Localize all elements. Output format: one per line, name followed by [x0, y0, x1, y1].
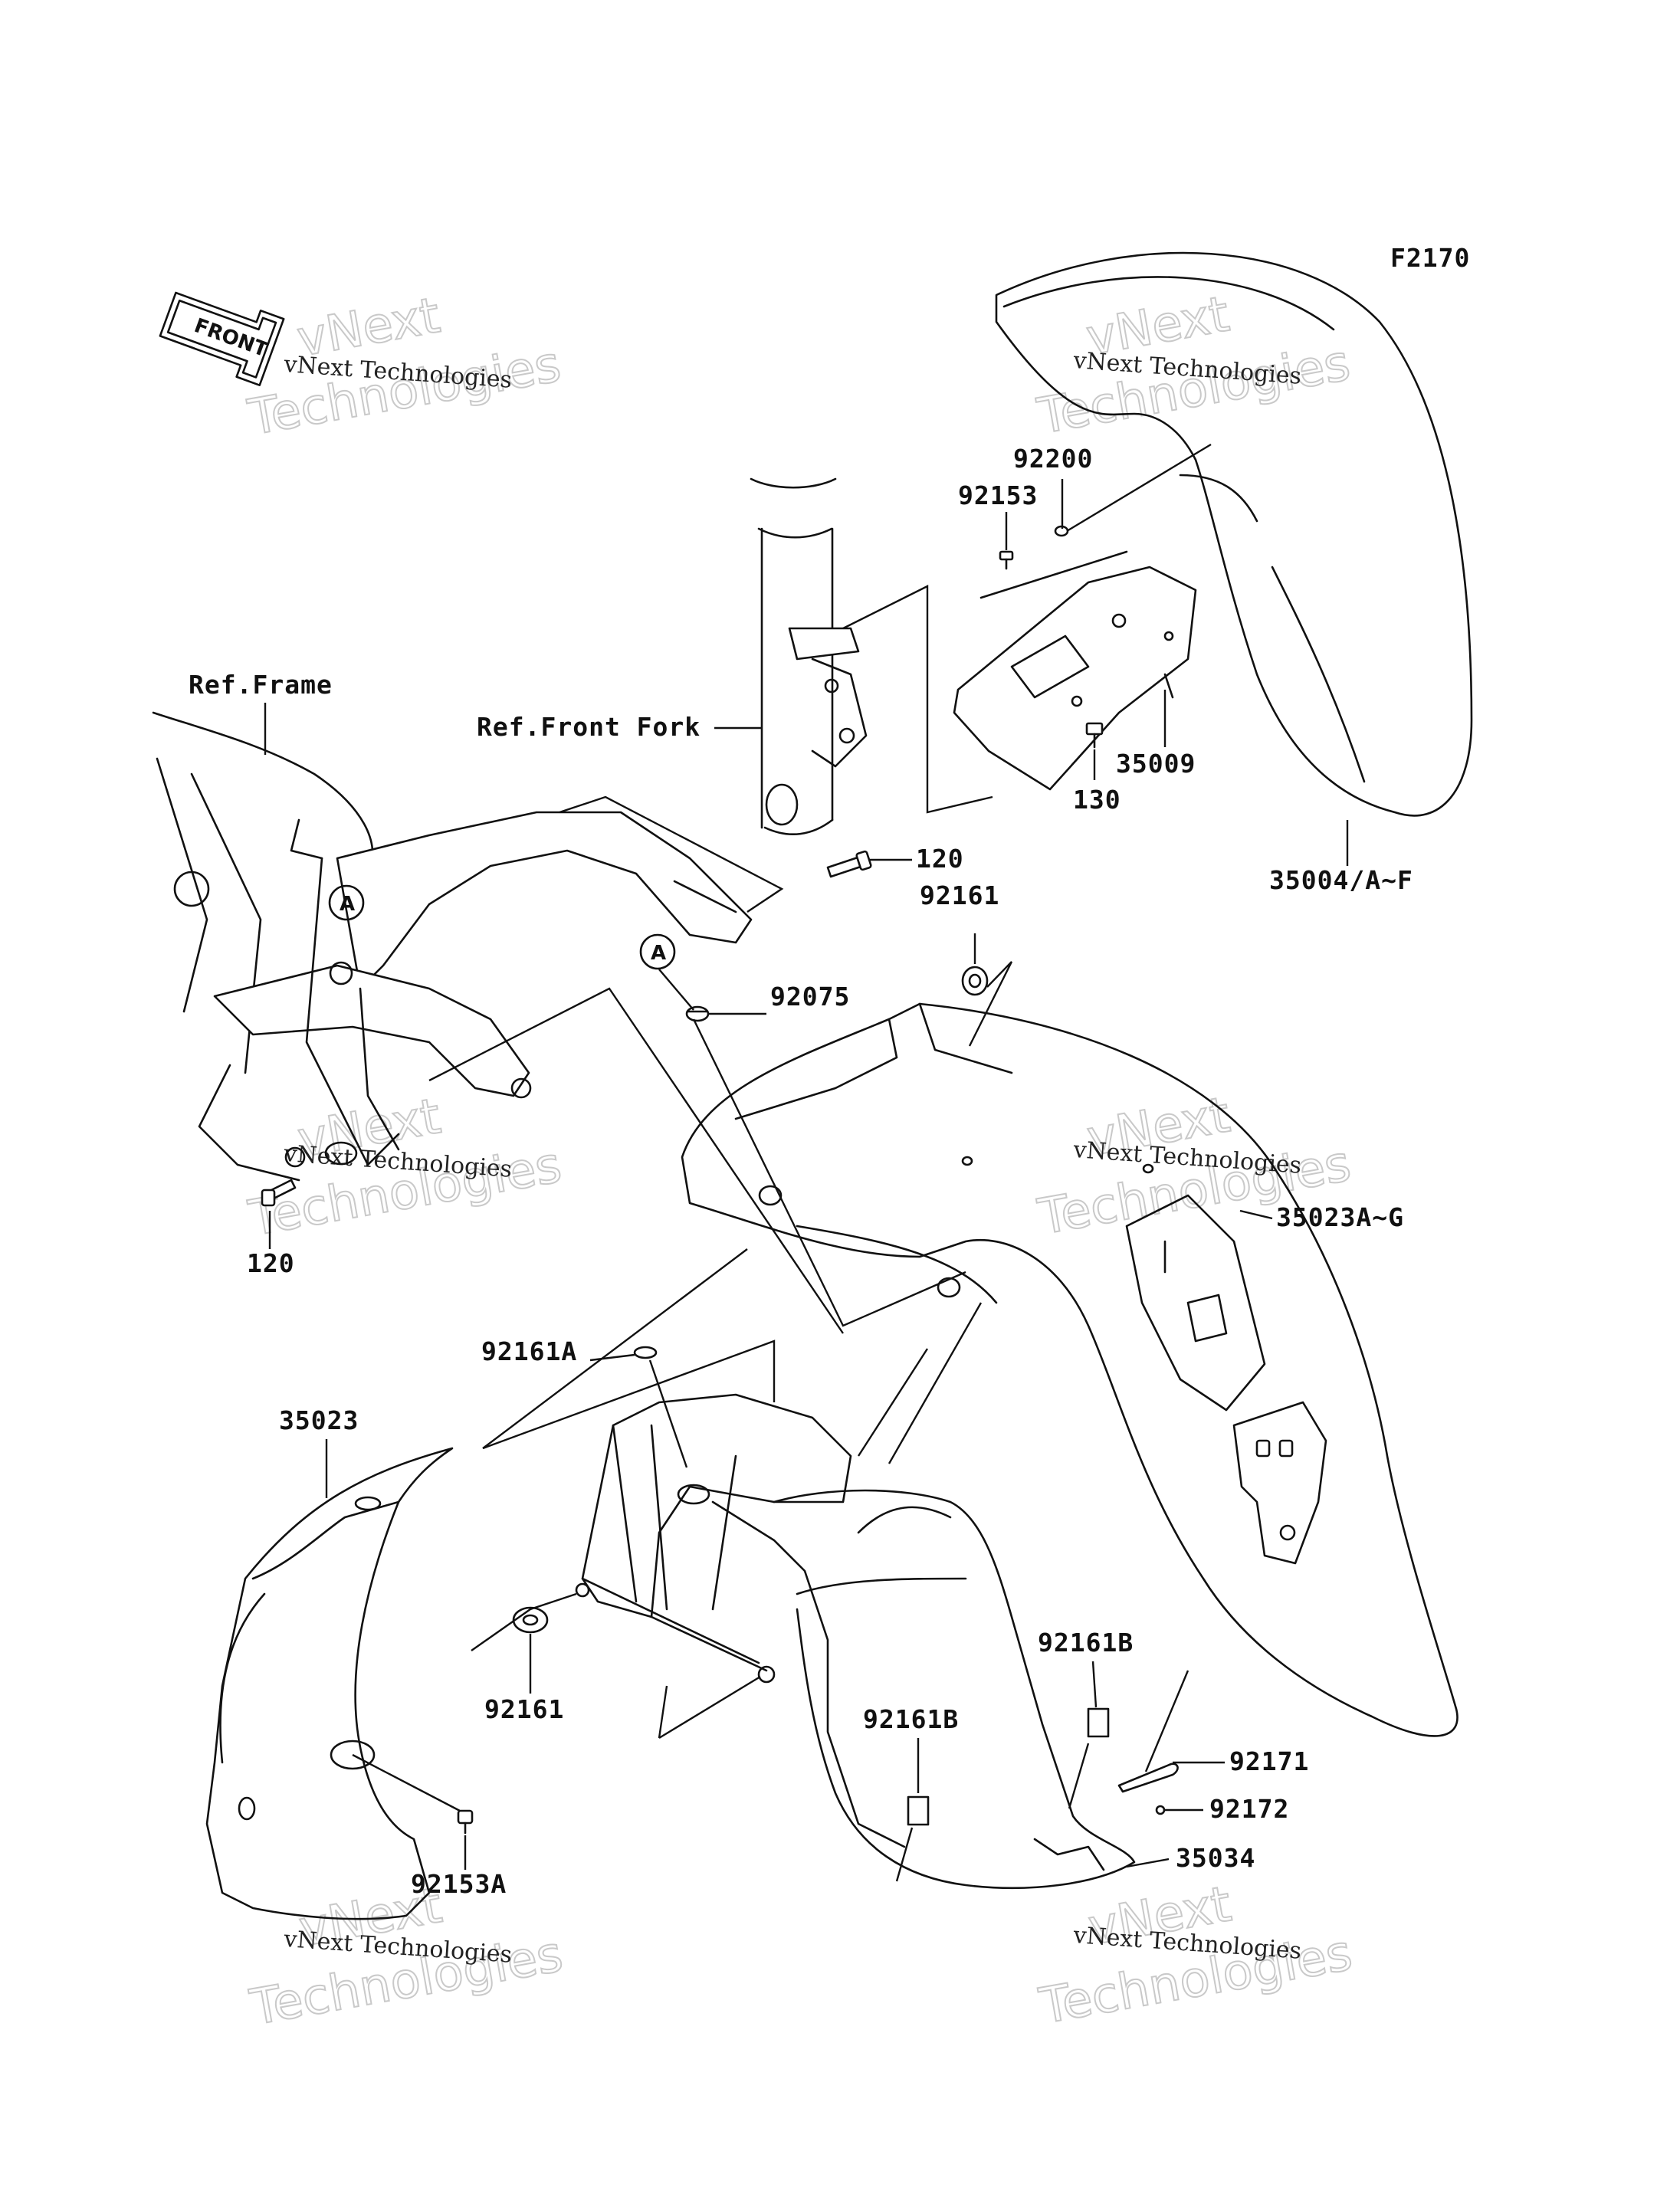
label-92161B-left: 92161B — [863, 1704, 959, 1734]
label-92161B-right: 92161B — [1038, 1628, 1134, 1658]
front-fork — [750, 477, 868, 836]
label-120-top: 120 — [916, 844, 964, 874]
front-fender-35004 — [995, 251, 1473, 817]
motorcycle-frame — [152, 711, 753, 1182]
connector-a-frame: A — [328, 884, 365, 921]
clamp-92171 — [1117, 1763, 1179, 1793]
label-92153A: 92153A — [411, 1869, 507, 1899]
nut-92172 — [1155, 1805, 1166, 1815]
label-130: 130 — [1073, 785, 1121, 815]
label-35004: 35004/A~F — [1269, 865, 1413, 895]
grommet-92161-bottom — [512, 1606, 549, 1634]
label-35009: 35009 — [1116, 749, 1196, 779]
inner-fender-35034 — [575, 1393, 1136, 1890]
bolt-120-left — [261, 1179, 297, 1207]
label-92161-bottom: 92161 — [484, 1694, 564, 1724]
figure-code: F2170 — [1390, 243, 1470, 273]
screw-92153 — [999, 550, 1014, 570]
screw-92153A — [457, 1809, 474, 1835]
ref-front-fork-label: Ref.Front Fork — [477, 712, 701, 742]
watermark-top-left: vNext Technologies — [243, 287, 566, 448]
grommet-92161-top — [961, 966, 989, 996]
label-92171: 92171 — [1229, 1746, 1309, 1776]
front-arrow-icon: FRONT — [159, 291, 285, 386]
fender-cover-35023 — [205, 1447, 454, 1920]
ref-frame-label: Ref.Frame — [189, 670, 333, 700]
label-35023: 35023 — [279, 1405, 359, 1435]
label-35034: 35034 — [1176, 1843, 1255, 1873]
fender-bracket-35009 — [953, 550, 1197, 791]
label-35023AG: 35023A~G — [1276, 1202, 1404, 1232]
bolt-120-top — [826, 850, 872, 878]
connector-a-fender: A — [639, 933, 676, 970]
label-92153: 92153 — [958, 480, 1038, 510]
label-92200: 92200 — [1013, 444, 1093, 474]
emblem-92161A — [633, 1346, 658, 1359]
svg-text:A: A — [340, 893, 355, 916]
label-120-left: 120 — [247, 1248, 295, 1278]
label-92172: 92172 — [1209, 1794, 1289, 1824]
rear-fender-35023AG — [681, 1002, 1459, 1737]
grommet-92075 — [685, 1005, 710, 1022]
label-92161A: 92161A — [481, 1336, 577, 1366]
leader-lines — [264, 443, 1349, 1882]
label-92075: 92075 — [770, 982, 850, 1012]
svg-text:A: A — [651, 942, 666, 965]
bolt-130 — [1085, 722, 1104, 749]
label-92161-top: 92161 — [920, 880, 999, 910]
